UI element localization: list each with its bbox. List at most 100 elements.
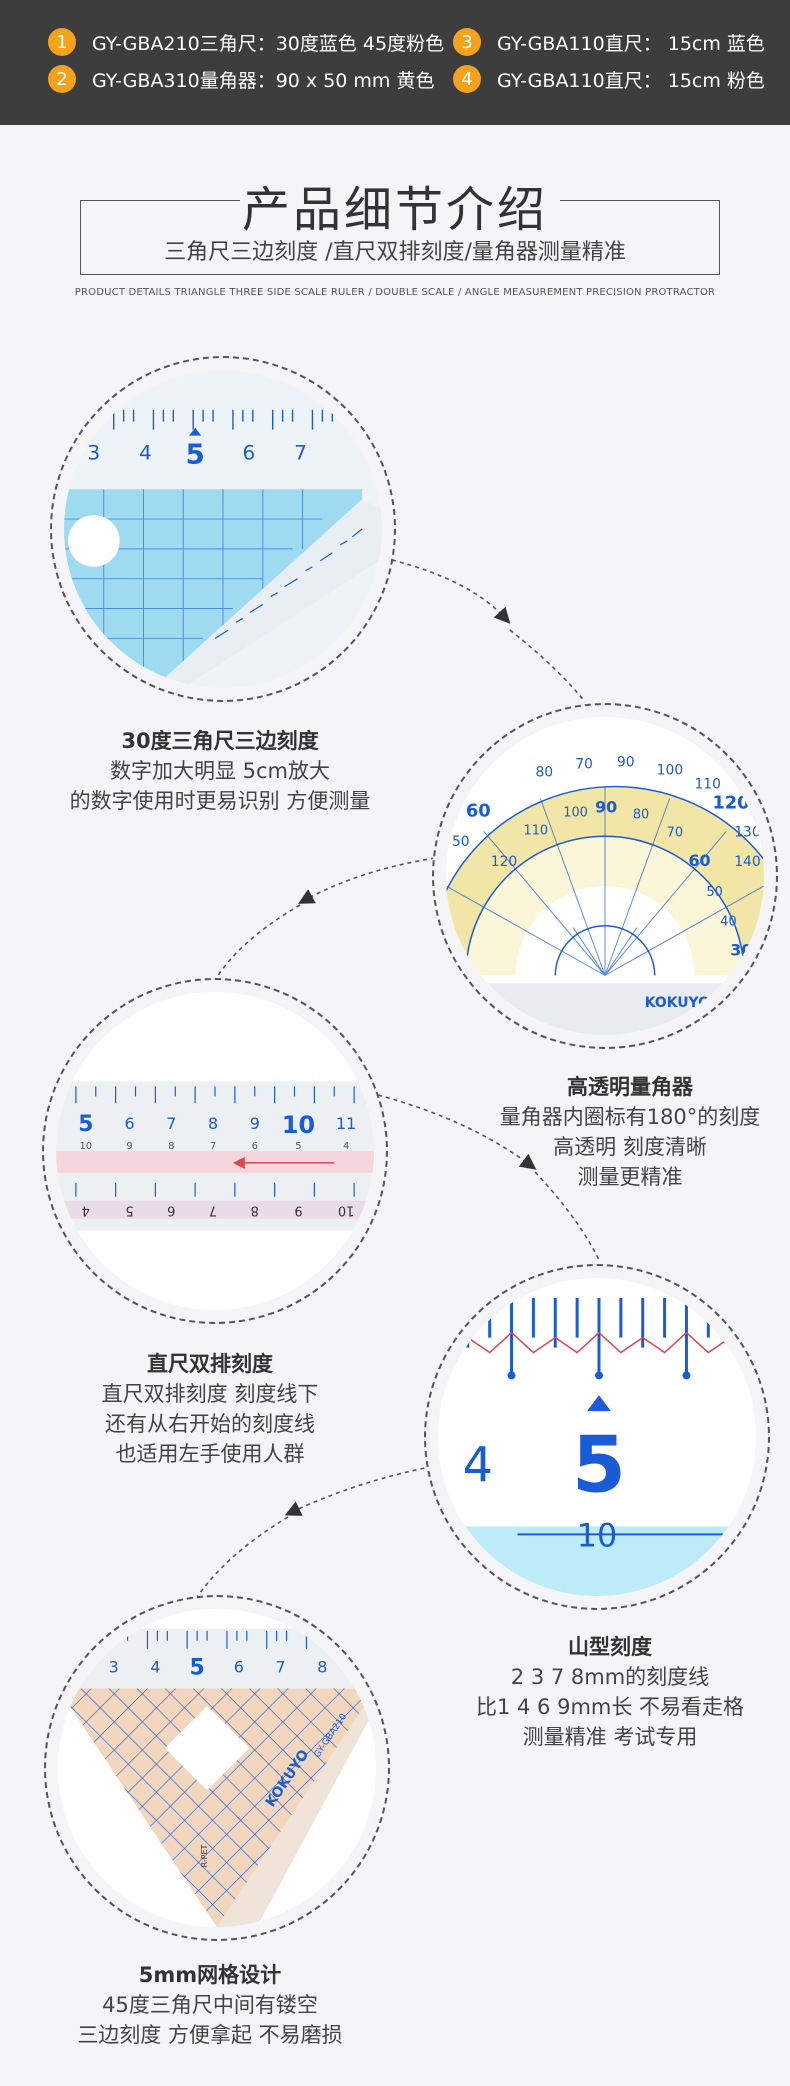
triangle-45-illustration: 2 3 4 5 6 7 8 KOKUYO GY-GBA210 R-PET <box>58 1609 376 1927</box>
ruler-digit: 3 <box>87 441 100 464</box>
ruler-inverted-digit: 10 <box>338 1203 354 1218</box>
ruler-digit: 6 <box>234 1658 244 1677</box>
protractor-label: 80 <box>633 807 649 822</box>
feature-line: 数字加大明显 5cm放大 <box>109 759 331 783</box>
number-badge-3: 3 <box>453 28 481 56</box>
number-badge-4: 4 <box>453 65 481 93</box>
photo-protractor: 70 90 80 100 110 120 130 60 50 140 120 1… <box>432 703 778 1049</box>
ruler-illustration: 5 6 7 8 9 10 11 10 9 8 7 6 5 4 4 5 6 7 8… <box>56 992 374 1310</box>
ruler-reverse-digit: 7 <box>210 1141 216 1152</box>
english-subtitle: PRODUCT DETAILS TRIANGLE THREE SIDE SCAL… <box>74 287 716 298</box>
connector-1 <box>391 559 511 624</box>
ruler-digit: 2 <box>67 1658 77 1677</box>
protractor-label: 100 <box>657 763 684 779</box>
protractor-label: 60 <box>688 851 710 870</box>
material-label: R-PET <box>200 1845 209 1868</box>
ruler-reverse-digit: 6 <box>252 1141 258 1152</box>
protractor-label: 110 <box>524 823 549 838</box>
connector-4b <box>194 1516 289 1601</box>
protractor-label: 100 <box>563 805 588 820</box>
triangle-30-illustration: 3 4 5 6 7 <box>64 370 382 688</box>
feature-line: 的数字使用时更易识别 方便测量 <box>69 789 371 813</box>
connector-2 <box>297 857 436 904</box>
protractor-label: 140 <box>734 854 761 870</box>
ruler-digit: 7 <box>276 1658 286 1677</box>
feature-title: 高透明量角器 <box>567 1075 693 1099</box>
feature-line: 还有从右开始的刻度线 <box>105 1412 315 1436</box>
feature-line: 测量精准 考试专用 <box>522 1725 698 1749</box>
ruler-digit: 6 <box>124 1114 134 1133</box>
ruler-inverted-digit: 7 <box>209 1203 217 1218</box>
feature-line: 三边刻度 方便拿起 不易磨损 <box>77 2023 343 2047</box>
feature-line: 量角器内圈标有180°的刻度 <box>499 1105 761 1129</box>
protractor-label: 40 <box>720 915 736 930</box>
ruler-inverted-digit: 4 <box>82 1203 90 1218</box>
protractor-label: 70 <box>575 757 593 773</box>
page-subtitle: 三角尺三边刻度 /直尺双排刻度/量角器测量精准 <box>164 240 626 265</box>
ruler-digit: 3 <box>109 1658 119 1677</box>
protractor-label: 50 <box>452 834 470 850</box>
number-badge-1: 1 <box>48 28 76 56</box>
protractor-label: 60 <box>466 800 491 821</box>
legend-bar: 1 GY-GBA210三角尺：30度蓝色 45度粉色 2 GY-GBA310量角… <box>0 0 790 125</box>
feature-line: 测量更精准 <box>577 1165 683 1189</box>
protractor-label: 80 <box>535 765 553 781</box>
photo-mountain-scale: 4 5 10 <box>424 1264 770 1610</box>
protractor-label: 120 <box>491 854 518 870</box>
legend-item-3: 3 GY-GBA110直尺： 15cm 蓝色 <box>453 28 765 56</box>
ruler-digit-large: 5 <box>185 437 204 470</box>
protractor-label: 90 <box>617 755 635 771</box>
feature-mountain-scale: 山型刻度 2 3 7 8mm的刻度线 比1 4 6 9mm长 不易看走格 测量精… <box>440 1632 780 1752</box>
feature-title: 5mm网格设计 <box>138 1963 282 1987</box>
ruler-reverse-digit: 10 <box>577 1517 617 1554</box>
protractor-label: 70 <box>667 825 683 840</box>
feature-line: 比1 4 6 9mm长 不易看走格 <box>475 1695 745 1719</box>
mountain-scale-illustration: 4 5 10 <box>438 1278 756 1596</box>
ruler-digit: 9 <box>250 1114 260 1133</box>
ruler-inverted-digit: 9 <box>294 1203 302 1218</box>
legend-text-4: GY-GBA110直尺： 15cm 粉色 <box>497 69 765 92</box>
protractor-label: 50 <box>706 885 722 900</box>
ruler-digit: 5 <box>78 1112 93 1137</box>
ruler-digit: 11 <box>336 1114 356 1133</box>
photo-ruler-double-scale: 5 6 7 8 9 10 11 10 9 8 7 6 5 4 4 5 6 7 8… <box>42 978 388 1324</box>
ruler-digit: 8 <box>208 1114 218 1133</box>
legend-text-1: GY-GBA210三角尺：30度蓝色 45度粉色 <box>92 32 445 55</box>
ruler-digit: 4 <box>139 441 152 464</box>
ruler-reverse-digit: 4 <box>343 1141 349 1152</box>
ruler-digit: 7 <box>294 441 307 464</box>
legend-item-1: 1 GY-GBA210三角尺：30度蓝色 45度粉色 <box>48 28 444 56</box>
legend-item-4: 4 GY-GBA110直尺： 15cm 粉色 <box>453 65 765 93</box>
protractor-label: 30 <box>730 941 752 960</box>
number-badge-2: 2 <box>48 65 76 93</box>
feature-title: 直尺双排刻度 <box>147 1352 273 1376</box>
feature-line: 45度三角尺中间有镂空 <box>102 1993 318 2017</box>
protractor-label: 110 <box>694 777 721 793</box>
feature-line: 也适用左手使用人群 <box>115 1442 305 1466</box>
feature-line: 直尺双排刻度 刻度线下 <box>101 1382 319 1406</box>
feature-title: 山型刻度 <box>568 1635 652 1659</box>
protractor-label: 90 <box>595 797 617 816</box>
ruler-inverted-digit: 6 <box>167 1203 175 1218</box>
protractor-label: 120 <box>712 792 749 813</box>
feature-triangle-45-grid: 5mm网格设计 45度三角尺中间有镂空 三边刻度 方便拿起 不易磨损 <box>40 1960 380 2050</box>
feature-line: 高透明 刻度清晰 <box>553 1135 707 1159</box>
ruler-digit: 10 <box>282 1111 315 1139</box>
connector-2b <box>214 904 301 981</box>
ruler-digit-large: 5 <box>190 1656 205 1681</box>
ruler-digit-large: 5 <box>572 1421 626 1511</box>
connector-4 <box>284 1464 441 1516</box>
ruler-inverted-digit: 5 <box>125 1203 133 1218</box>
ruler-digit: 4 <box>463 1439 493 1494</box>
feature-protractor: 高透明量角器 量角器内圈标有180°的刻度 高透明 刻度清晰 测量更精准 <box>470 1072 790 1192</box>
ruler-digit: 7 <box>166 1114 176 1133</box>
photo-triangle-45-grid: 2 3 4 5 6 7 8 KOKUYO GY-GBA210 R-PET <box>44 1595 390 1941</box>
feature-title: 30度三角尺三边刻度 <box>121 729 319 753</box>
feature-line: 2 3 7 8mm的刻度线 <box>510 1665 710 1689</box>
protractor-label: 130 <box>734 824 761 840</box>
ruler-reverse-digit: 9 <box>126 1141 132 1152</box>
page-title: 产品细节介绍 <box>241 182 548 238</box>
photo-triangle-30: 3 4 5 6 7 <box>50 356 396 702</box>
brand-logo: KOKUYO <box>645 995 710 1011</box>
connector-1b <box>509 629 586 703</box>
